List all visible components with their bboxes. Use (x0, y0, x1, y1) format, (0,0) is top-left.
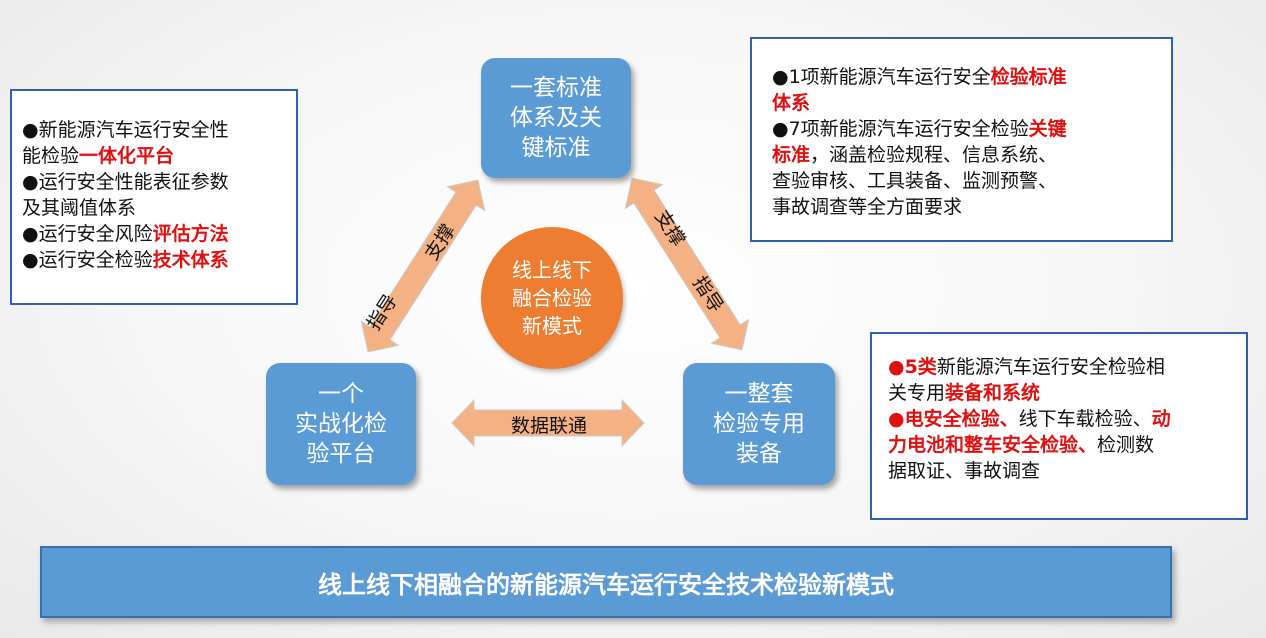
data-link-label: 数据联通 (511, 415, 588, 437)
left-line-5: ●运行安全风险 (22, 223, 153, 245)
rb-line-2: 关专用 (888, 382, 946, 404)
equipment-node: 一整套 检验专用 装备 (683, 363, 835, 485)
left-line-6: ●运行安全检验 (22, 249, 153, 271)
left-line-2: 能检验 (22, 145, 80, 167)
center-mode-circle: 线上线下 融合检验 新模式 (481, 227, 623, 369)
platform-description-box: ●新能源汽车运行安全性 能检验一体化平台 ●运行安全性能表征参数 及其阈值体系 … (10, 89, 298, 305)
left-highlight-method: 评估方法 (152, 223, 229, 245)
rb-highlight-equipment: 装备和系统 (945, 382, 1041, 404)
standards-node: 一套标准 体系及关 键标准 (481, 58, 631, 178)
left-line-3: ●运行安全性能表征参数 (22, 171, 229, 193)
rt-line-1: ●1项新能源汽车运行安全 (772, 66, 991, 88)
rb-highlight-count: ●5类 (888, 356, 937, 378)
platform-node: 一个 实战化检 验平台 (266, 363, 416, 485)
left-highlight-platform: 一体化平台 (79, 145, 175, 167)
rb-highlight-electric: ●电安全检验、 (888, 408, 1019, 430)
rt-line-6: 事故调查等全方面要求 (772, 196, 963, 218)
equipment-description-box: ●5类新能源汽车运行安全检验相 关专用装备和系统 ●电安全检验、线下车载检验、动… (870, 332, 1248, 520)
rb-highlight-battery: 力电池和整车安全检验、 (888, 434, 1098, 456)
rt-highlight-standard-2: 标准 (772, 144, 811, 166)
rb-line-1: 新能源汽车运行安全检验相 (936, 356, 1165, 378)
rt-line-3: ●7项新能源汽车运行安全检验 (772, 118, 1029, 140)
left-double-arrow (360, 179, 486, 353)
standards-description-box: ●1项新能源汽车运行安全检验标准 体系 ●7项新能源汽车运行安全检验关键 标准，… (750, 37, 1173, 242)
bottom-double-arrow (451, 398, 645, 448)
rt-line-4: ，涵盖检验规程、信息系统、 (810, 144, 1058, 166)
rt-line-5: 查验审核、工具装备、监测预警、 (772, 170, 1058, 192)
rt-highlight-key: 关键 (1028, 118, 1067, 140)
rb-line-3: 线下车载检验、 (1018, 408, 1152, 430)
left-line-4: 及其阈值体系 (22, 197, 137, 219)
rb-line-5: 据取证、事故调查 (888, 460, 1041, 482)
rt-highlight-standard: 检验标准 (990, 66, 1067, 88)
right-double-arrow (624, 177, 750, 351)
rb-highlight-power: 动 (1151, 408, 1171, 430)
left-highlight-system: 技术体系 (152, 249, 229, 271)
summary-banner: 线上线下相融合的新能源汽车运行安全技术检验新模式 (40, 546, 1172, 618)
left-line-1: ●新能源汽车运行安全性 (22, 119, 229, 141)
rb-line-4: 检测数 (1097, 434, 1155, 456)
rt-highlight-system: 体系 (772, 92, 811, 114)
